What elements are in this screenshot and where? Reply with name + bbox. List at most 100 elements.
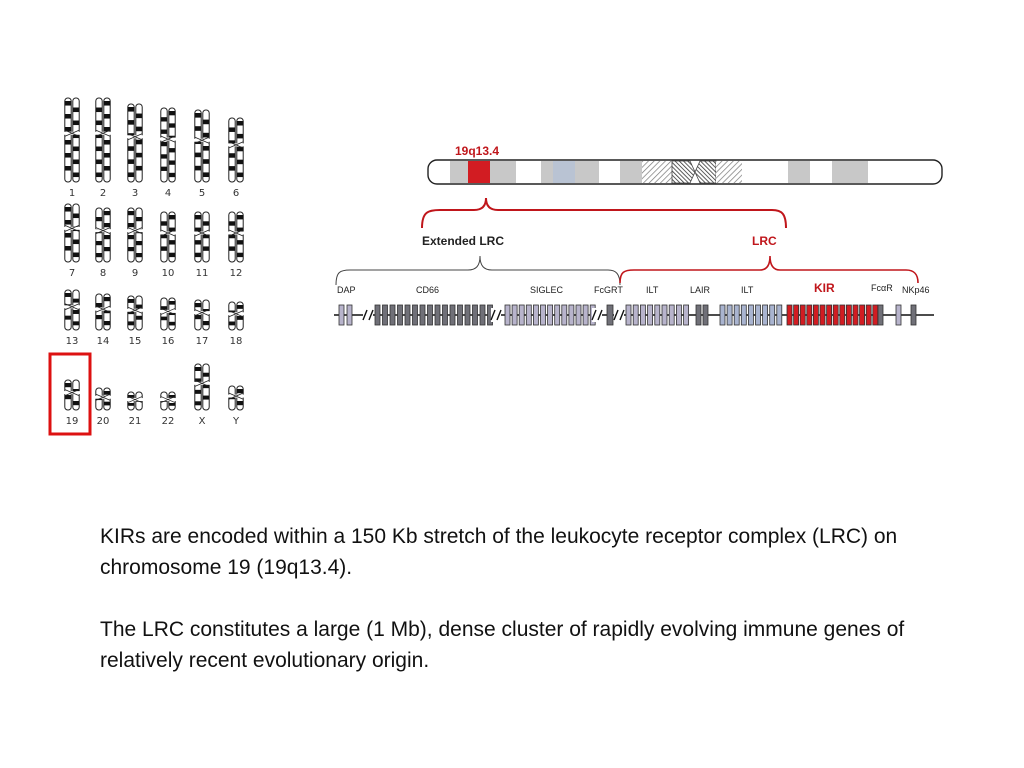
gene-block-cd66 xyxy=(449,304,456,326)
track-break xyxy=(592,308,602,322)
gene-label-kir: KIR xyxy=(814,281,835,295)
chromosome-14 xyxy=(95,293,111,331)
chromosome-19-highlight-box xyxy=(48,352,92,436)
chromosome-15 xyxy=(127,295,143,331)
track-break-mark xyxy=(496,309,502,321)
gene-block-siglec xyxy=(554,304,561,326)
band xyxy=(450,161,468,183)
chromosome-label-9: 9 xyxy=(132,268,138,279)
gene-block-ilt xyxy=(683,304,689,326)
gene-label-dap: DAP xyxy=(337,285,356,295)
caption-paragraph-1: KIRs are encoded within a 150 Kb stretch… xyxy=(100,525,898,579)
gene-label-fcar: FcαR xyxy=(871,283,893,293)
track-break-mark xyxy=(368,309,374,321)
chromosome-label-X: X xyxy=(199,416,206,427)
chromosome-label-3: 3 xyxy=(132,188,138,199)
gene-block-ilt xyxy=(719,304,726,326)
gene-block-ilt xyxy=(776,304,783,326)
gene-block-dap xyxy=(338,304,345,326)
chromosome-label-14: 14 xyxy=(97,336,110,347)
gene-label-ilt: ILT xyxy=(646,285,659,295)
gene-block-siglec xyxy=(568,304,575,326)
chromosome-label-17: 17 xyxy=(196,336,209,347)
gene-block-ilt xyxy=(668,304,675,326)
gene-block-ilt xyxy=(647,304,653,326)
chromosome-label-22: 22 xyxy=(162,416,175,427)
band-label: 19q13.4 xyxy=(455,144,499,158)
lrc-brace xyxy=(619,255,919,284)
gene-block-kir xyxy=(813,304,819,326)
caption-paragraph-2: The LRC constitutes a large (1 Mb), dens… xyxy=(100,618,905,672)
track-break-mark xyxy=(613,309,619,321)
gene-block-lair xyxy=(695,304,702,326)
chromosome-7 xyxy=(64,203,80,263)
gene-block-cd66 xyxy=(434,304,441,326)
chromosome-label-21: 21 xyxy=(129,416,142,427)
gene-block-cd66 xyxy=(457,304,463,326)
gene-block-kir xyxy=(872,304,879,326)
gene-label-cd66: CD66 xyxy=(416,285,439,295)
chromosome-19 xyxy=(64,379,80,411)
track-break xyxy=(491,308,501,322)
chromosome-17 xyxy=(194,299,210,331)
gene-block-cd66 xyxy=(479,304,486,326)
gene-block-siglec xyxy=(561,304,568,326)
gene-block-kir xyxy=(852,304,859,326)
band-19q13-4-highlight xyxy=(468,161,490,183)
chromosome-label-2: 2 xyxy=(100,188,106,199)
chromosome-label-5: 5 xyxy=(199,188,205,199)
gene-block-siglec xyxy=(511,304,518,326)
gene-block-ilt xyxy=(654,304,661,326)
gene-block-siglec xyxy=(575,304,582,326)
gene-block-fcgrt xyxy=(606,304,614,326)
gene-block-siglec xyxy=(518,304,525,326)
gene-block-cd66 xyxy=(442,304,448,326)
gene-block-ilt xyxy=(625,304,632,326)
gene-block-cd66 xyxy=(382,304,388,326)
gene-block-kir xyxy=(819,304,826,326)
chromosome-9 xyxy=(127,207,143,263)
gene-block-ilt xyxy=(676,304,682,326)
chromosome-label-18: 18 xyxy=(230,336,243,347)
gene-block-siglec xyxy=(525,304,532,326)
centromere xyxy=(694,160,717,184)
band xyxy=(716,161,742,183)
gene-block-kir xyxy=(793,304,799,326)
chromosome-label-10: 10 xyxy=(162,268,175,279)
lrc-label: LRC xyxy=(752,234,777,248)
gene-block-kir xyxy=(839,304,846,326)
gene-block-kir xyxy=(832,304,839,326)
gene-block-ilt xyxy=(632,304,639,326)
gene-block-ilt xyxy=(661,304,668,326)
chromosome-21 xyxy=(127,391,143,411)
gene-label-siglec: SIGLEC xyxy=(530,285,564,295)
chromosome-11 xyxy=(194,211,210,263)
chromosome-label-8: 8 xyxy=(100,268,106,279)
band-zoom-brace xyxy=(421,197,787,229)
band xyxy=(620,161,642,183)
chromosome-20 xyxy=(95,387,111,411)
gene-block-cd66 xyxy=(397,304,403,326)
gene-block-ilt xyxy=(755,304,761,326)
gene-label-lair: LAIR xyxy=(690,285,711,295)
chromosome-label-11: 11 xyxy=(196,268,209,279)
gene-block-siglec xyxy=(582,304,589,326)
gene-block-siglec xyxy=(547,304,553,326)
gene-block-siglec xyxy=(504,304,511,326)
track-break-mark xyxy=(619,309,625,321)
chromosome-8 xyxy=(95,207,111,263)
chromosome-label-20: 20 xyxy=(97,416,110,427)
chromosome-13 xyxy=(64,289,80,331)
chromosome-label-16: 16 xyxy=(162,336,175,347)
track-break-mark xyxy=(591,309,597,321)
extended-lrc-brace xyxy=(335,255,621,286)
chromosome-2 xyxy=(95,97,111,183)
lrc-diagram: 19q13.4 Extended LRC LRC DAP CD66 SIGLEC… xyxy=(334,144,943,326)
gene-block-ilt xyxy=(769,304,776,326)
band xyxy=(575,161,599,183)
band xyxy=(553,161,575,183)
gene-block-kir xyxy=(846,304,852,326)
gene-block-ilt xyxy=(762,304,768,326)
gene-block-nkp46 xyxy=(895,304,902,326)
